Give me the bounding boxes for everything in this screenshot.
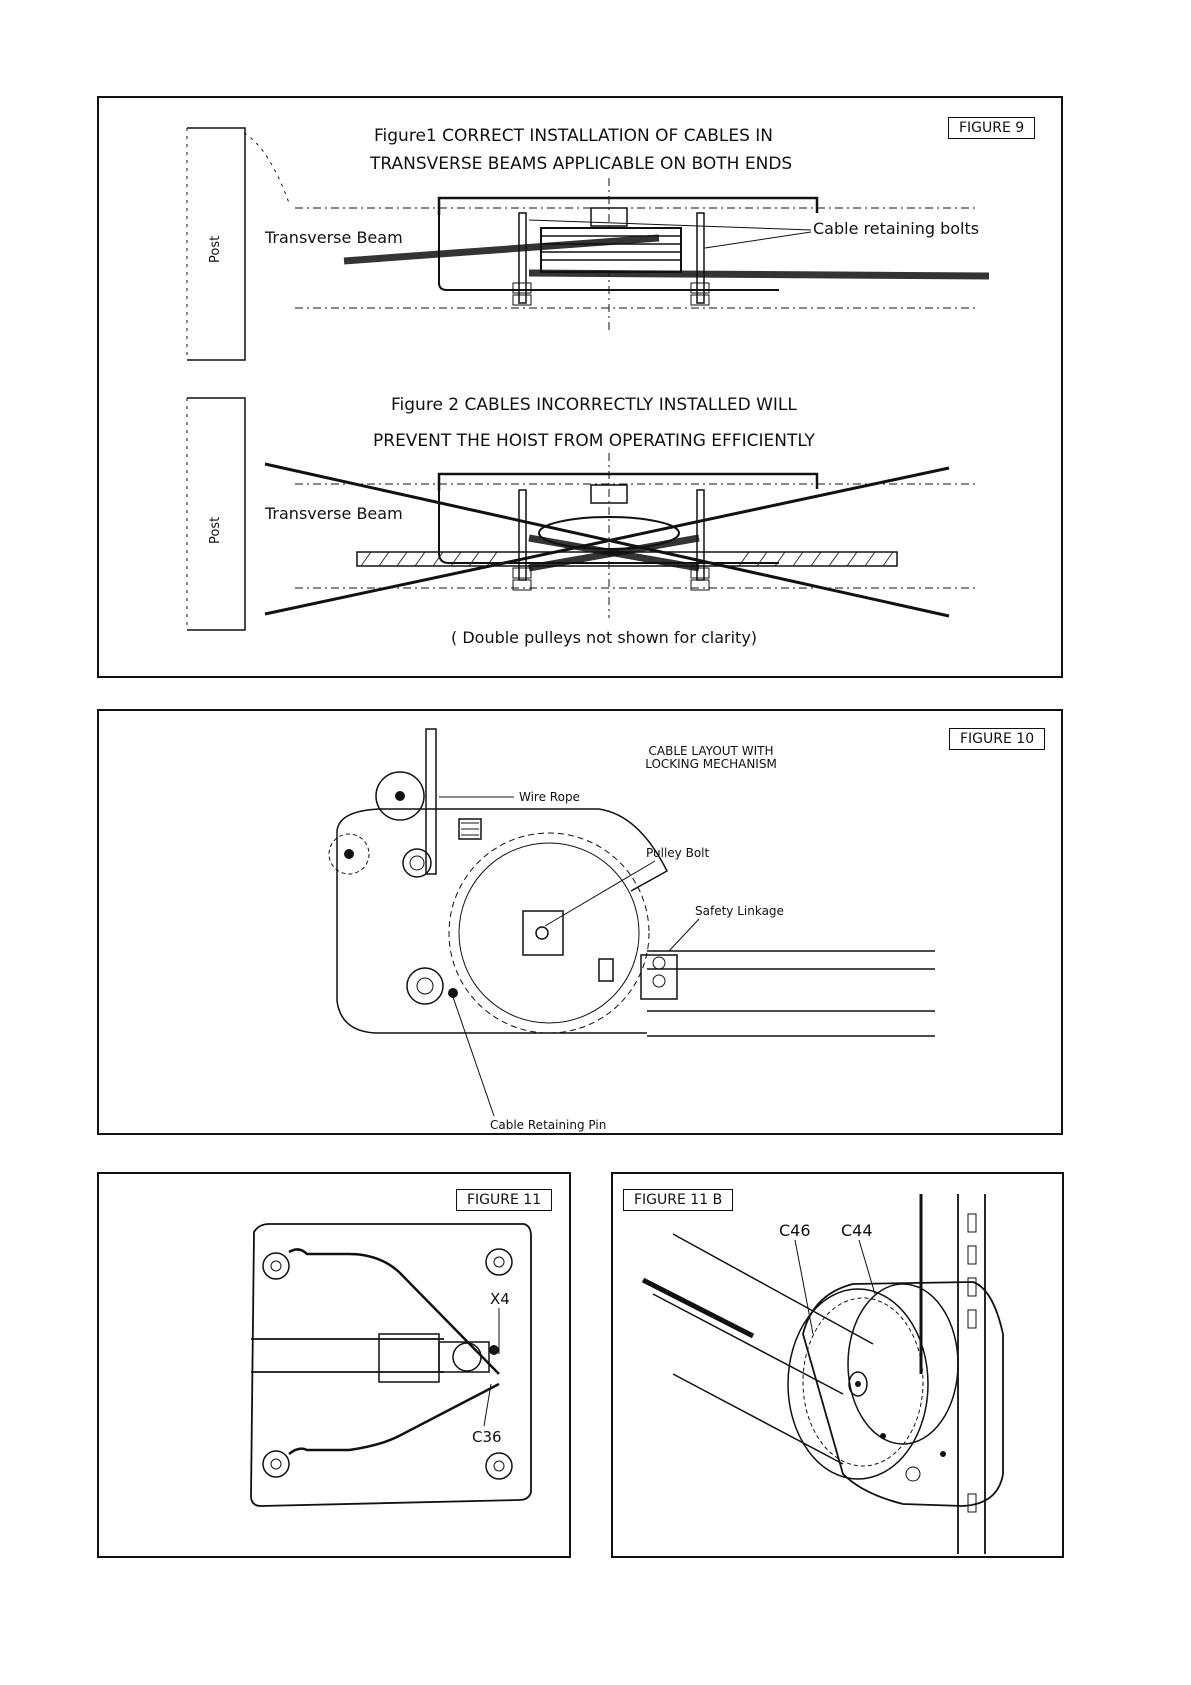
figure-11-panel: FIGURE 11 X4 C36 (97, 1172, 571, 1558)
main-plate (336, 808, 668, 931)
locking-mechanism (640, 954, 678, 1000)
nut-right-b (690, 294, 710, 306)
hatched-cable (641, 1277, 755, 1339)
figure-10-panel: FIGURE 10 CABLE LAYOUT WITH LOCKING MECH… (97, 709, 1063, 1135)
post-leader (243, 132, 290, 204)
cable-lower (288, 1382, 500, 1455)
housing-top (437, 196, 819, 215)
bolts-label: Cable retaining bolts (813, 219, 979, 238)
callout-c46: C46 (779, 1221, 811, 1240)
cable-retaining-pin (448, 988, 458, 998)
wire-rope (425, 728, 437, 875)
housing-body-2 (438, 491, 779, 564)
pulley-c44 (847, 1283, 959, 1445)
fig10-title-line1: CABLE LAYOUT WITH (649, 744, 774, 758)
cross-line-2 (264, 466, 950, 616)
nut-left-b (512, 294, 532, 306)
figure-9-panel: FIGURE 9 Figure1 CORRECT INSTALLATION OF… (97, 96, 1063, 678)
wire-rope-label: Wire Rope (519, 790, 580, 804)
bolt-right (696, 212, 705, 304)
fig10-title-line2: LOCKING MECHANISM (645, 757, 777, 771)
beam-label: Transverse Beam (264, 228, 403, 247)
mount-plate (802, 1281, 1004, 1507)
pulley-bolt-plate (522, 910, 564, 956)
callout-x4: X4 (490, 1290, 510, 1308)
figure-11b-drawing: C46 C44 (641, 1194, 1004, 1554)
fig2-title-line2: PREVENT THE HOIST FROM OPERATING EFFICIE… (373, 431, 816, 451)
cable-upper (288, 1248, 500, 1375)
base-plate (250, 1223, 532, 1507)
housing-top-2 (437, 472, 819, 491)
figure-9-tag: FIGURE 9 (948, 117, 1036, 139)
pulley-bolt-label: Pulley Bolt (646, 846, 710, 860)
top-roller (375, 771, 425, 821)
fig2-note: ( Double pulleys not shown for clarity) (451, 628, 757, 647)
pulley-stack (540, 227, 682, 273)
callout-c44: C44 (841, 1221, 873, 1240)
pulley-c46 (787, 1288, 929, 1480)
post-label-2: Post (208, 517, 223, 544)
pulley-bracket (590, 207, 628, 227)
fig2-title-line1: Figure 2 CABLES INCORRECTLY INSTALLED WI… (391, 395, 797, 415)
post-frame-2 (187, 397, 246, 631)
post-label: Post (208, 236, 223, 263)
nut-right-a (690, 282, 710, 294)
bolt-left (518, 212, 527, 304)
safety-linkage-label: Safety Linkage (695, 904, 784, 918)
cable-bottom (528, 269, 990, 280)
figure-11-tag: FIGURE 11 (456, 1189, 553, 1211)
figure-11-drawing: X4 C36 (250, 1223, 532, 1507)
figure-10-tag: FIGURE 10 (949, 728, 1046, 750)
callout-c36: C36 (472, 1428, 502, 1446)
post-frame (187, 127, 246, 361)
beam-label-2: Transverse Beam (264, 504, 403, 523)
fig1-title-line1: Figure1 CORRECT INSTALLATION OF CABLES I… (374, 126, 773, 146)
figure-9-drawing: Figure1 CORRECT INSTALLATION OF CABLES I… (186, 126, 990, 647)
retaining-pin-label: Cable Retaining Pin (490, 1118, 606, 1132)
linkage-bracket (378, 1333, 440, 1383)
figure-10-drawing: CABLE LAYOUT WITH LOCKING MECHANISM Wire… (328, 728, 935, 1132)
figure-11b-panel: FIGURE 11 B C46 C44 (611, 1172, 1064, 1558)
nut-left-a (512, 282, 532, 294)
housing-body (438, 215, 779, 291)
main-pulley (448, 832, 650, 1034)
fig1-title-line2: TRANSVERSE BEAMS APPLICABLE ON BOTH ENDS (369, 154, 792, 174)
cable-top (343, 234, 660, 265)
post-column (957, 1194, 986, 1554)
figure-11b-tag: FIGURE 11 B (623, 1189, 734, 1211)
